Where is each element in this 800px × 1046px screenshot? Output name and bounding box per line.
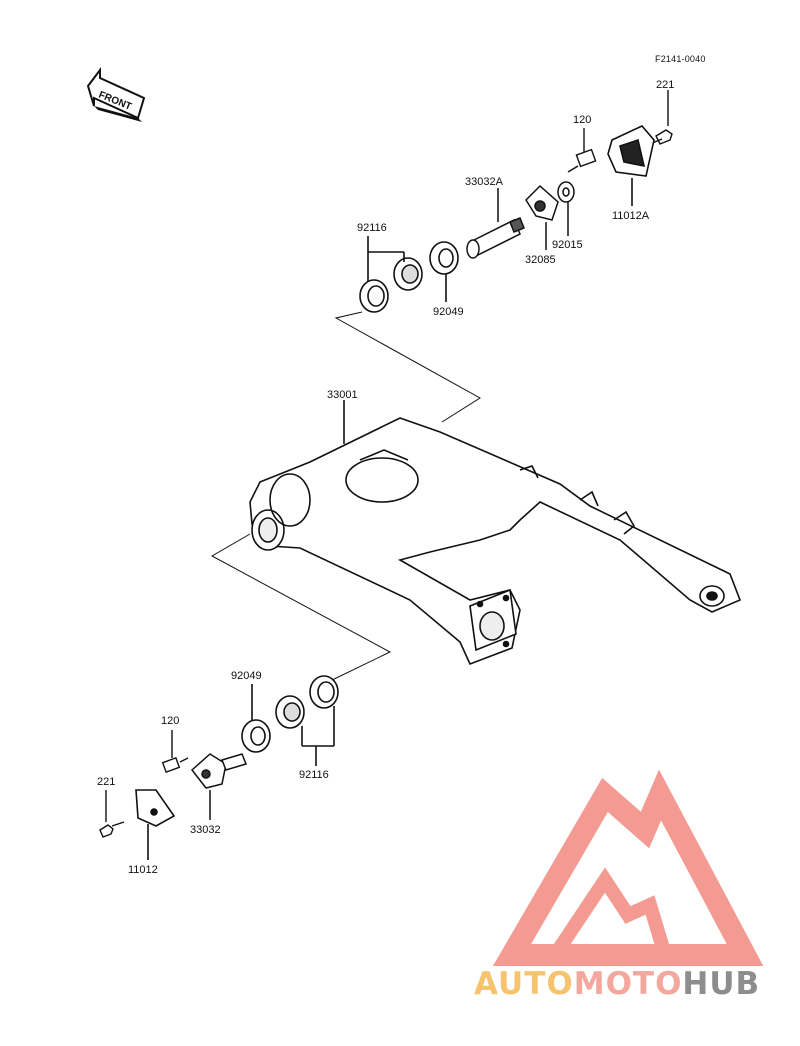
- bolt-120-bottom: [161, 730, 189, 773]
- label-33032A: 33032A: [465, 176, 504, 188]
- label-92116-top: 92116: [357, 222, 387, 234]
- nut-92015: [557, 181, 575, 236]
- seal-92049-bottom: [241, 684, 271, 753]
- watermark-moto: MOTO: [574, 966, 683, 1002]
- label-33001: 33001: [327, 389, 358, 401]
- bolt-221-top: [649, 90, 673, 145]
- swingarm-33001: [249, 400, 742, 666]
- label-221-bottom: 221: [97, 776, 115, 788]
- label-92049-top: 92049: [433, 306, 464, 318]
- label-221-top: 221: [656, 79, 674, 91]
- watermark-hub: HUB: [682, 966, 760, 1002]
- bolt-221-bottom: [99, 790, 125, 838]
- bolt-120-top: [567, 128, 597, 173]
- front-arrow-icon: FRONT: [86, 67, 146, 122]
- label-92116-bottom: 92116: [299, 769, 329, 781]
- shaft-33032A: [466, 188, 525, 259]
- label-33032: 33032: [190, 824, 221, 836]
- label-32085: 32085: [525, 254, 556, 266]
- guide-line-bottom: [210, 533, 392, 683]
- cover-11012A: [607, 125, 655, 206]
- diagram-code: F2141-0040: [655, 54, 706, 64]
- guide-line-top: [334, 311, 481, 423]
- bearing-92116-bottom: [275, 675, 339, 766]
- label-120-top: 120: [573, 114, 591, 126]
- plate-32085: [525, 184, 559, 250]
- label-92049-bottom: 92049: [231, 670, 262, 682]
- bearing-92116-top: [359, 236, 423, 313]
- watermark-text: AUTOMOTOHUB: [474, 966, 760, 1002]
- label-11012A: 11012A: [612, 210, 650, 222]
- plate-33032: [190, 753, 248, 820]
- label-120-bottom: 120: [161, 715, 179, 727]
- cover-11012: [135, 789, 176, 860]
- watermark-logo: [492, 769, 764, 966]
- label-92015: 92015: [552, 239, 583, 251]
- label-11012: 11012: [128, 864, 158, 876]
- watermark-auto: AUTO: [474, 966, 574, 1002]
- seal-92049-top: [429, 241, 459, 302]
